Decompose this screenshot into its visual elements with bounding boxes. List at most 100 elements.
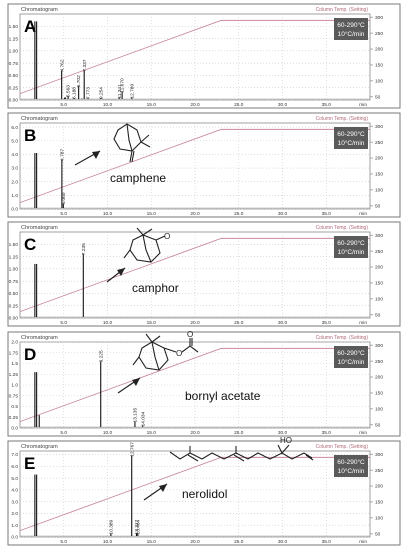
y-tick-label: 1.50 [9, 24, 19, 30]
x-tick-label: 20.0 [190, 211, 200, 217]
peak-label: 11.670 [120, 78, 126, 93]
peak-label: 4.762 [59, 59, 65, 71]
y2-tick-label: 250 [375, 468, 383, 474]
x-tick-label: 10.0 [103, 430, 113, 436]
y2-tick-label: 50 [375, 313, 381, 319]
peak-label: 4.787 [59, 149, 65, 161]
y2-tick-label: 200 [375, 265, 383, 271]
temperature-program-line [19, 128, 370, 204]
nerolidol-arrow [143, 483, 168, 501]
y-tick-label: 5.0 [11, 476, 18, 482]
peak-label: 13.317 [134, 519, 140, 534]
y-tick-label: 1.25 [9, 254, 19, 260]
y-tick-label: 0.75 [9, 393, 19, 399]
condition-line: 60-290°C [337, 239, 365, 247]
x-tick-label: 5.0 [60, 320, 67, 326]
panel-letter: C [24, 235, 36, 254]
x-tick-label: 20.0 [190, 430, 200, 436]
x-tick-label: 10.0 [103, 102, 113, 108]
condition-line: 60-290°C [337, 130, 365, 138]
temperature-program-line [19, 19, 370, 95]
y2-tick-label: 150 [375, 391, 383, 397]
peak-label: 7.337 [82, 59, 88, 71]
y-tick-label: 4.0 [11, 152, 18, 158]
x-tick-label: 25.0 [234, 102, 244, 108]
condition-line: 60-290°C [337, 349, 365, 357]
y-tick-label: 1.25 [9, 36, 19, 42]
x-unit-label: min [359, 211, 367, 217]
y-tick-label: 0.75 [9, 61, 19, 67]
y-tick-label: 1.50 [9, 242, 19, 248]
x-tick-label: 15.0 [147, 320, 157, 326]
camphor-structure: O camphor [106, 227, 179, 295]
condition-box [334, 18, 368, 40]
x-unit-label: min [359, 102, 367, 108]
y-tick-label: 2.0 [11, 340, 18, 346]
y2-tick-label: 300 [375, 233, 383, 239]
chromatogram-title: Chromatogram [21, 7, 58, 13]
y-tick-label: 1.75 [9, 350, 19, 356]
chromatogram-title: Chromatogram [21, 335, 58, 341]
x-tick-label: 10.0 [103, 539, 113, 545]
condition-line: 60-290°C [337, 21, 365, 29]
peak-label: 13.464 [135, 519, 141, 534]
y2-tick-label: 150 [375, 172, 383, 178]
y-tick-label: 0.00 [9, 98, 19, 104]
x-tick-label: 20.0 [190, 320, 200, 326]
peak-label: 7.773 [86, 87, 92, 99]
y2-tick-label: 150 [375, 500, 383, 506]
chromatogram-panels: 5.0 10.0 15.0 20.0 25.0 30.0 35.0 min 0.00 0.25 0.… [7, 3, 401, 546]
y-tick-label: 0.25 [9, 303, 19, 309]
peak-label: 5.060 [61, 192, 67, 204]
x-tick-label: 25.0 [234, 430, 244, 436]
right-axis-title: Column Temp. (Setting) [316, 116, 369, 122]
y2-tick-label: 100 [375, 516, 383, 522]
x-tick-label: 30.0 [278, 211, 288, 217]
y2-tick-label: 300 [375, 452, 383, 458]
x-tick-label: 10.0 [103, 211, 113, 217]
y2-tick-label: 200 [375, 484, 383, 490]
condition-box [334, 127, 368, 149]
right-axis-title: Column Temp. (Setting) [316, 444, 369, 450]
x-tick-label: 30.0 [278, 539, 288, 545]
peak-label: 13.135 [133, 408, 139, 423]
y2-tick-label: 250 [375, 249, 383, 255]
y-tick-label: 1.00 [9, 49, 19, 55]
panel-letter: A [24, 17, 36, 36]
x-tick-label: 15.0 [147, 211, 157, 217]
peak-label: 11.341 [117, 84, 123, 99]
y-tick-label: 0.0 [11, 207, 18, 213]
y2-tick-label: 300 [375, 124, 383, 130]
ketone-oxygen-label: O [164, 232, 170, 241]
x-tick-label: 5.0 [60, 102, 67, 108]
x-tick-label: 5.0 [60, 211, 67, 217]
compound-label-e: nerolidol [182, 487, 227, 501]
compound-label-d: bornyl acetate [185, 389, 261, 403]
x-tick-label: 25.0 [234, 211, 244, 217]
camphene-structure: camphene [74, 123, 166, 185]
condition-box [334, 455, 368, 477]
x-tick-label: 35.0 [322, 211, 332, 217]
peak-label: 14.034 [140, 411, 146, 426]
panel-letter: D [24, 345, 36, 364]
condition-box [334, 346, 368, 368]
x-unit-label: min [359, 320, 367, 326]
y2-tick-label: 100 [375, 297, 383, 303]
y-tick-label: 0.0 [11, 426, 18, 432]
y-tick-label: 0.25 [9, 85, 19, 91]
y2-tick-label: 50 [375, 95, 381, 101]
y-tick-label: 0.50 [9, 291, 19, 297]
peak-label: 5.563 [66, 85, 72, 97]
chromatogram-title: Chromatogram [21, 444, 58, 450]
x-tick-label: 30.0 [278, 320, 288, 326]
x-tick-label: 20.0 [190, 539, 200, 545]
y2-tick-label: 250 [375, 140, 383, 146]
x-tick-label: 25.0 [234, 320, 244, 326]
y2-tick-label: 200 [375, 47, 383, 53]
y2-tick-label: 250 [375, 359, 383, 365]
